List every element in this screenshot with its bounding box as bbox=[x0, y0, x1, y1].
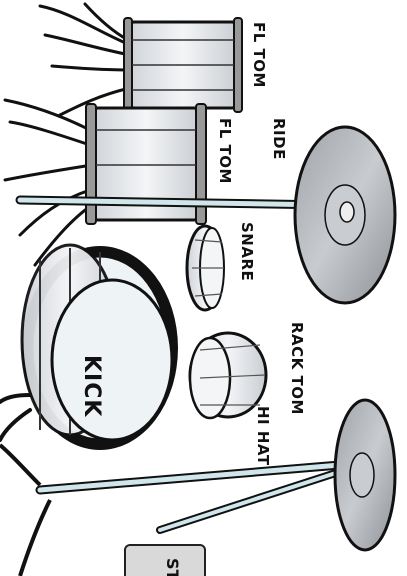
floor-tom-top-label: FL TOM bbox=[251, 22, 266, 88]
ride-label: RIDE bbox=[271, 118, 286, 160]
kick-label: KICK bbox=[80, 355, 102, 417]
floor-tom-bottom-legs bbox=[5, 100, 92, 265]
snare-drum[interactable] bbox=[187, 226, 224, 310]
floor-tom-bottom-label: FL TOM bbox=[217, 118, 232, 184]
ride-cymbal[interactable] bbox=[295, 127, 395, 303]
floor-tom-top[interactable] bbox=[124, 18, 242, 112]
start-button-label: ST bbox=[163, 558, 182, 576]
hi-hat-cymbal[interactable] bbox=[335, 400, 395, 550]
floor-tom-top-legs bbox=[40, 4, 132, 115]
snare-label: SNARE bbox=[239, 222, 254, 281]
kick-drum[interactable] bbox=[22, 245, 178, 450]
start-button[interactable]: ST bbox=[124, 544, 206, 576]
kick-legs bbox=[0, 395, 30, 440]
rack-tom-label: RACK TOM bbox=[289, 322, 304, 415]
hi-hat-label: HI HAT bbox=[255, 406, 270, 466]
